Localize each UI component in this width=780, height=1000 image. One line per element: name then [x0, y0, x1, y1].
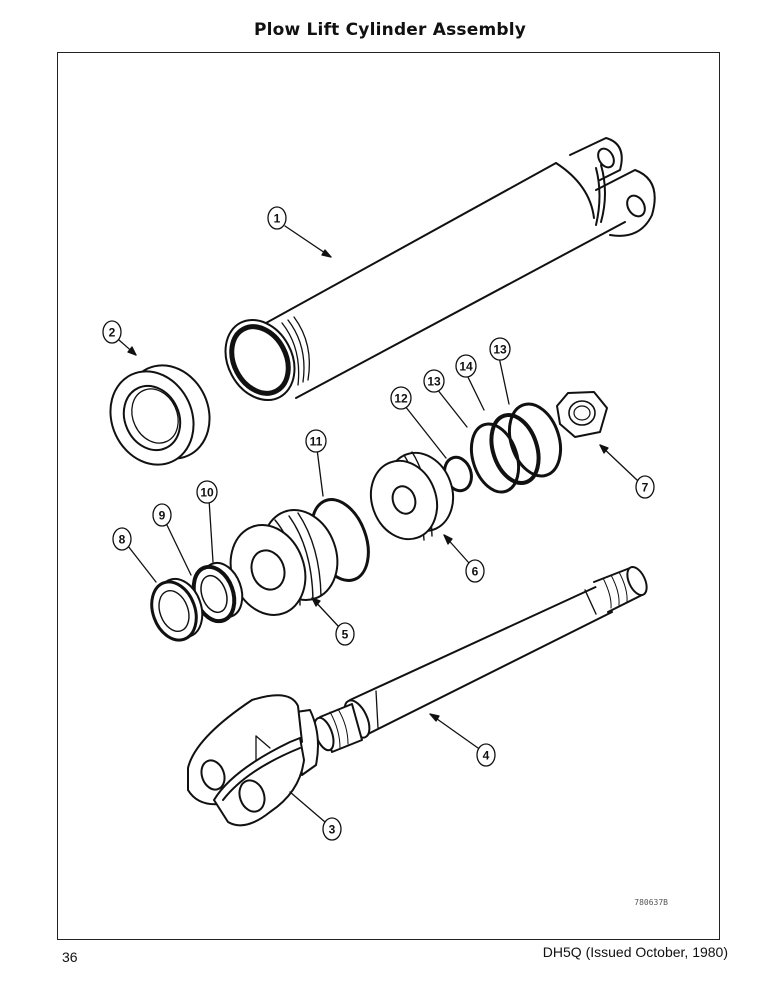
svg-text:13: 13: [427, 375, 441, 389]
callout-1: 1: [267, 206, 287, 230]
leader-lines: [118, 225, 638, 823]
part-piston-rod: [313, 565, 648, 753]
callout-13a: 13: [423, 369, 445, 393]
part-piston: [369, 451, 455, 541]
callout-3: 3: [322, 817, 342, 841]
part-gland: [229, 509, 339, 616]
svg-text:8: 8: [119, 533, 126, 547]
svg-text:9: 9: [159, 509, 166, 523]
part-rod-clevis: [187, 694, 319, 827]
svg-text:4: 4: [483, 749, 490, 763]
drawing-code: 780637B: [634, 898, 668, 907]
svg-text:14: 14: [459, 360, 473, 374]
svg-text:1: 1: [274, 212, 281, 226]
callout-13b: 13: [489, 337, 511, 361]
callout-10: 10: [196, 480, 218, 504]
callout-6: 6: [465, 559, 485, 583]
page-number: 36: [62, 949, 78, 965]
callout-9: 9: [152, 503, 172, 527]
callout-12: 12: [390, 386, 412, 410]
issue-note: DH5Q (Issued October, 1980): [542, 944, 728, 960]
svg-text:2: 2: [109, 326, 116, 340]
part-gland-nut: [109, 364, 211, 466]
callout-5: 5: [335, 622, 355, 646]
svg-text:12: 12: [394, 392, 408, 406]
page-title: Plow Lift Cylinder Assembly: [253, 20, 527, 40]
svg-text:6: 6: [472, 565, 479, 579]
svg-text:10: 10: [200, 486, 214, 500]
callout-2: 2: [102, 320, 122, 344]
part-cylinder-tube: [224, 137, 656, 402]
svg-text:7: 7: [642, 481, 649, 495]
callout-7: 7: [635, 475, 655, 499]
svg-text:11: 11: [310, 435, 323, 449]
part-rod-seal: [191, 561, 244, 624]
callout-11: 11: [305, 429, 327, 453]
callout-4: 4: [476, 743, 496, 767]
part-wiper: [150, 577, 204, 642]
callout-14: 14: [455, 354, 477, 378]
drawing-frame: [57, 52, 720, 940]
svg-text:5: 5: [342, 628, 349, 642]
svg-text:3: 3: [329, 823, 336, 837]
svg-text:13: 13: [493, 343, 507, 357]
callout-8: 8: [112, 527, 132, 551]
part-piston-rings: [469, 402, 563, 494]
part-hex-nut: [556, 391, 608, 438]
